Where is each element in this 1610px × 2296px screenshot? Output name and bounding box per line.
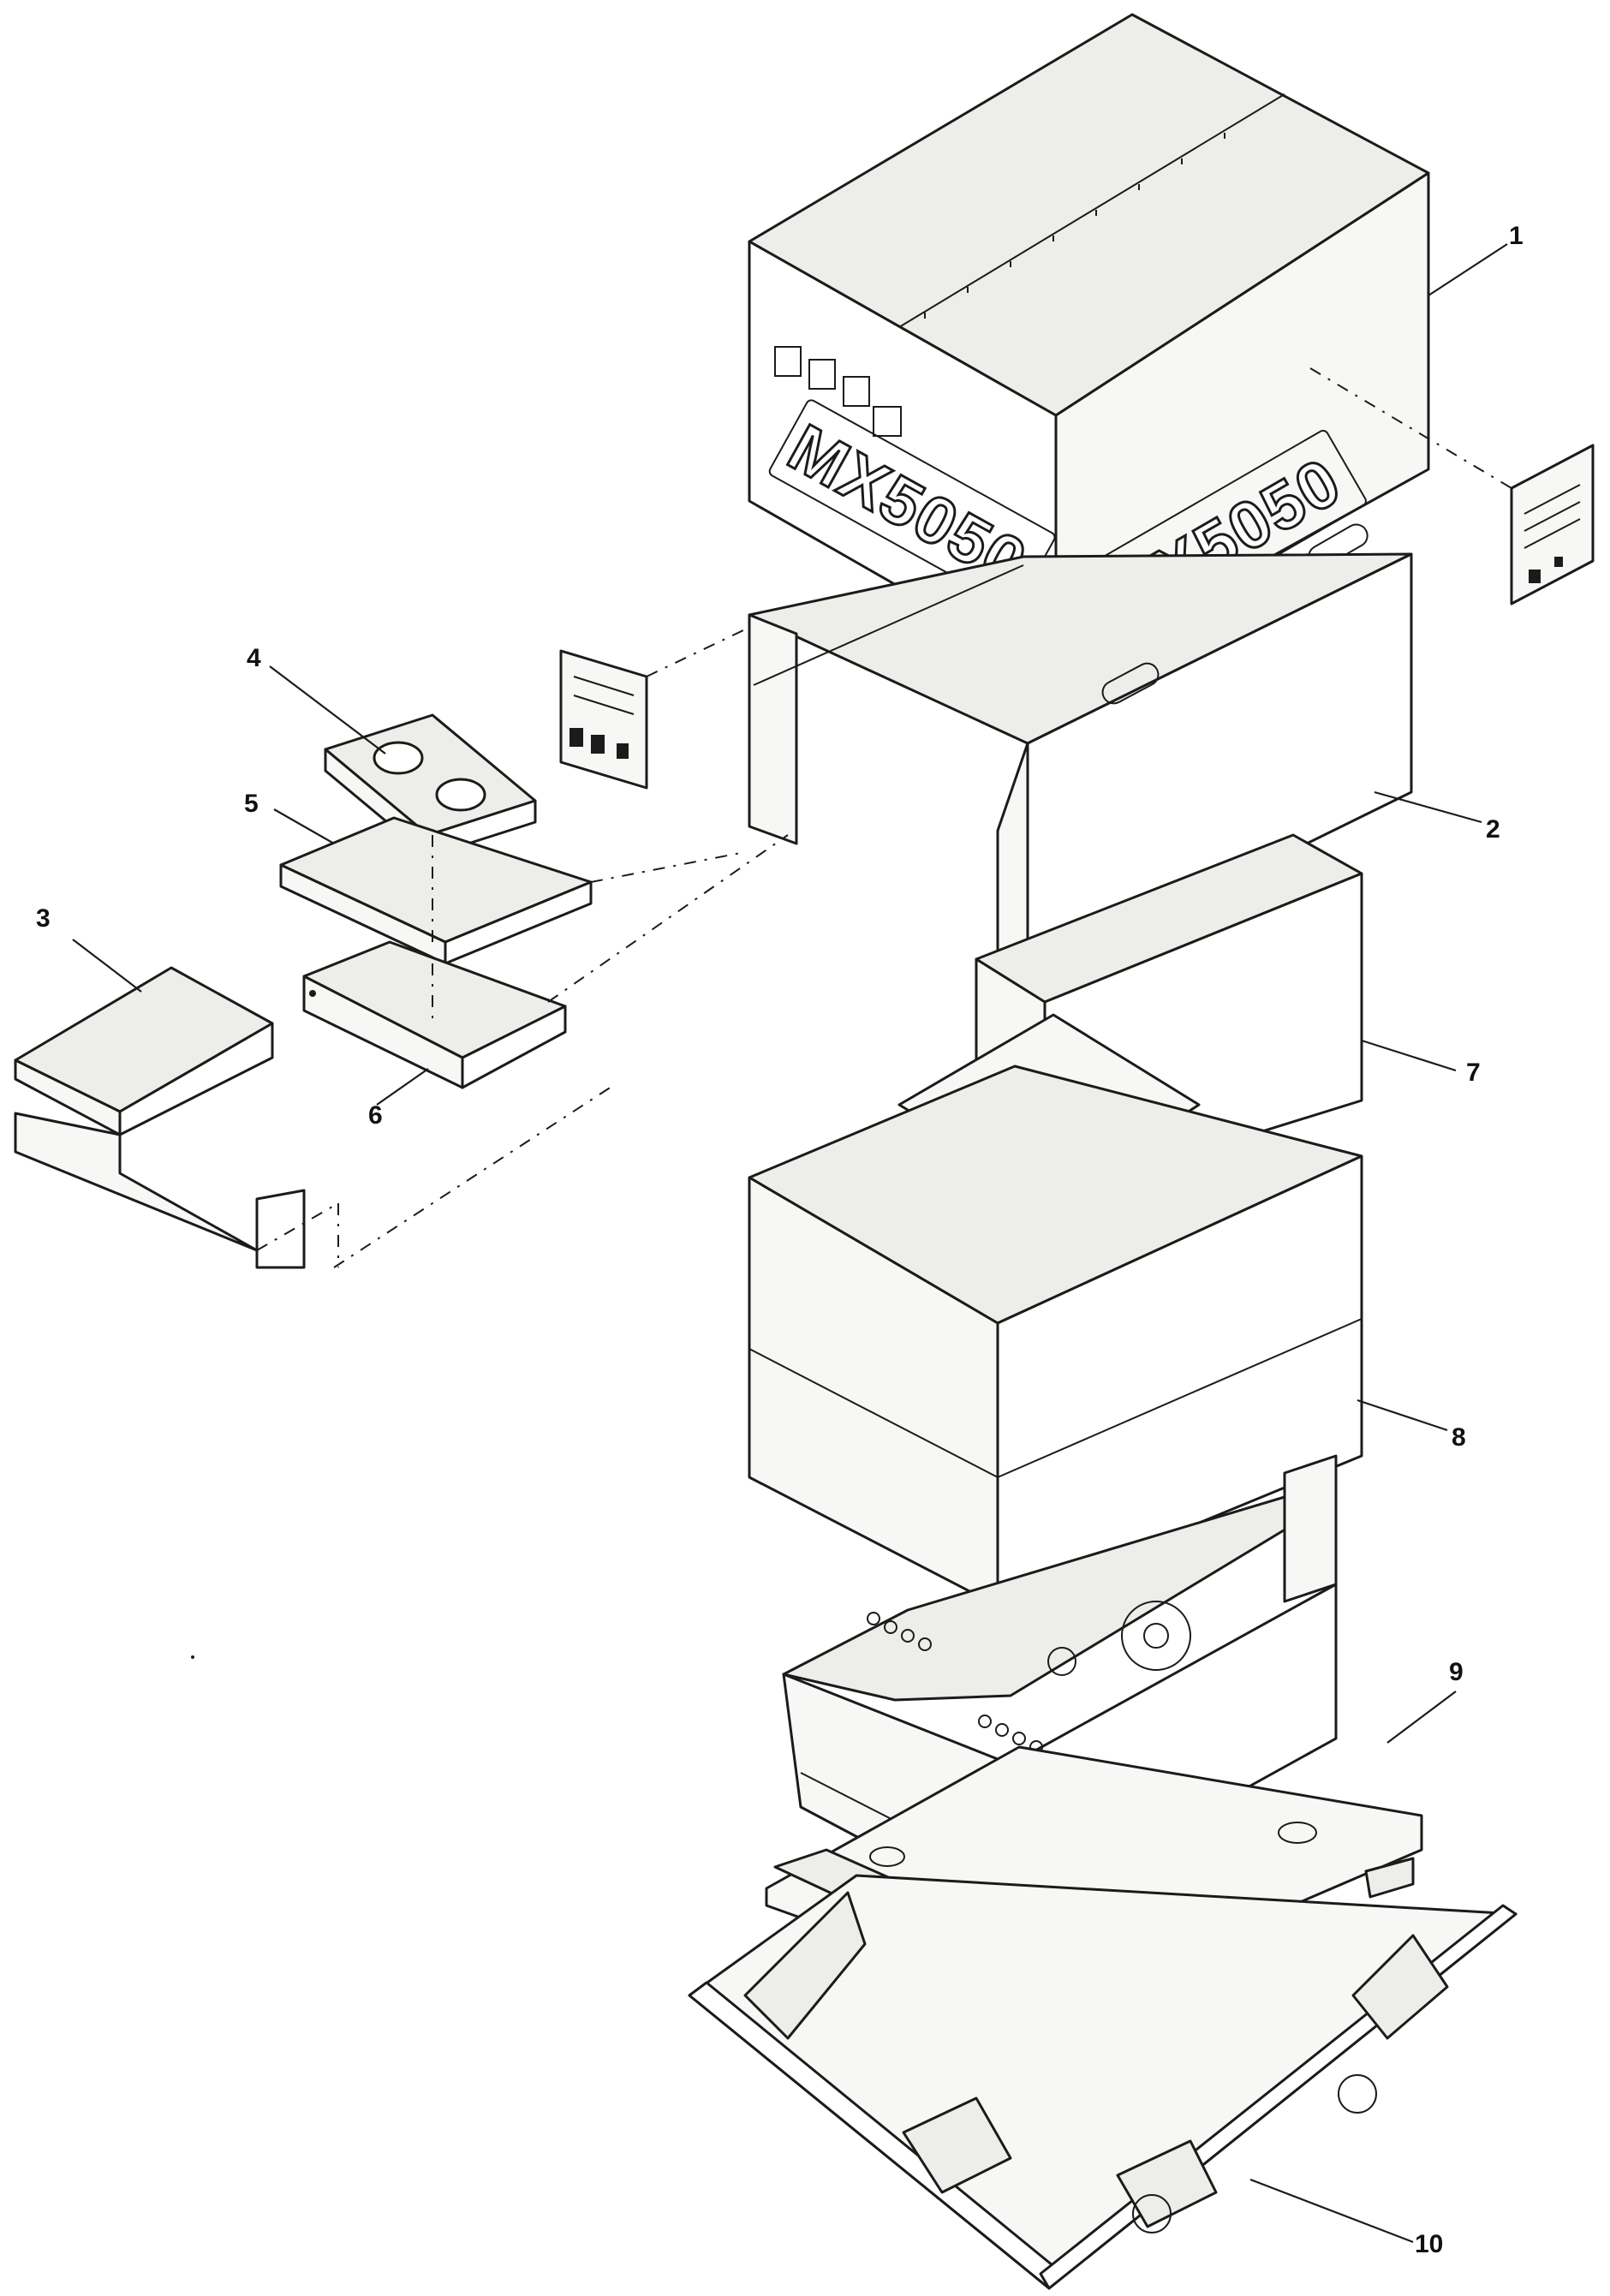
callout-4: 4: [247, 644, 261, 672]
upper-frame-shelf-edge: [753, 564, 1024, 686]
panel-side: [444, 880, 593, 965]
tape-reel-icon: [1121, 1601, 1191, 1671]
shelf-bracket-top-side: [118, 1022, 274, 1136]
callout-7: 7: [1466, 1059, 1481, 1087]
label-plate-right-face: [1510, 444, 1595, 605]
callout-1: 1: [1509, 222, 1524, 250]
label-plate-left: [559, 649, 648, 790]
part-8-main-housing: [748, 1065, 1363, 1607]
chassis-board-screw: [309, 990, 316, 997]
callout-3: 3: [36, 904, 51, 933]
callout-10: 10: [1415, 2230, 1443, 2258]
callout-6: 6: [368, 1101, 383, 1130]
callout-labels: 1 2 3 4 5 6 7 8 9 10: [36, 222, 1524, 2258]
label-plate-left-face: [559, 649, 648, 790]
knob-2-icon: [435, 778, 486, 812]
label-plate-right: [1510, 444, 1595, 605]
callout-9: 9: [1449, 1658, 1464, 1686]
callout-2: 2: [1486, 815, 1500, 844]
upper-frame-left-panel: [748, 613, 798, 845]
part-4-knob-plate: [324, 713, 537, 858]
upper-frame-handle-slot: [1101, 662, 1160, 705]
carrier-wheel-2: [1338, 2074, 1377, 2114]
chassis-board-side: [461, 1005, 567, 1089]
main-housing-seam-right: [997, 1318, 1363, 1478]
main-housing-right: [996, 1154, 1363, 1607]
callout-leaders: [72, 243, 1508, 2244]
upper-frame-right-face: [1026, 552, 1413, 982]
pallet-hole-1: [1278, 1822, 1317, 1844]
carrier-wheel-1: [1132, 2194, 1172, 2233]
shelf-bracket-end-plate: [255, 1189, 306, 1269]
tension-knob-icon: [1047, 1647, 1076, 1676]
callout-5: 5: [244, 790, 259, 818]
base-unit-side-block: [1283, 1454, 1338, 1603]
pallet-hole-2: [869, 1846, 905, 1867]
part-10-carrier-tray: [688, 1874, 1518, 2290]
callout-8: 8: [1452, 1423, 1466, 1452]
main-housing-seam-left: [748, 1348, 999, 1478]
part-3-shelf-bracket: [14, 966, 306, 1269]
part-5-panel: [279, 816, 593, 965]
top-cover-badges: [774, 346, 902, 437]
shelf-bracket-bottom: [14, 1112, 259, 1252]
carrier-tray-blocks: [743, 1891, 1449, 2228]
knob-1-icon: [373, 741, 424, 775]
part-6-chassis-board: [302, 940, 567, 1089]
assembly-dash-lines: [256, 629, 789, 1268]
tape-reel-hub-icon: [1143, 1623, 1169, 1649]
top-cover-ticks: [924, 133, 1225, 319]
top-cover-seam: [898, 93, 1285, 328]
stray-dot: [191, 1655, 194, 1659]
leader-dash-label-plate-right: [1309, 367, 1512, 489]
